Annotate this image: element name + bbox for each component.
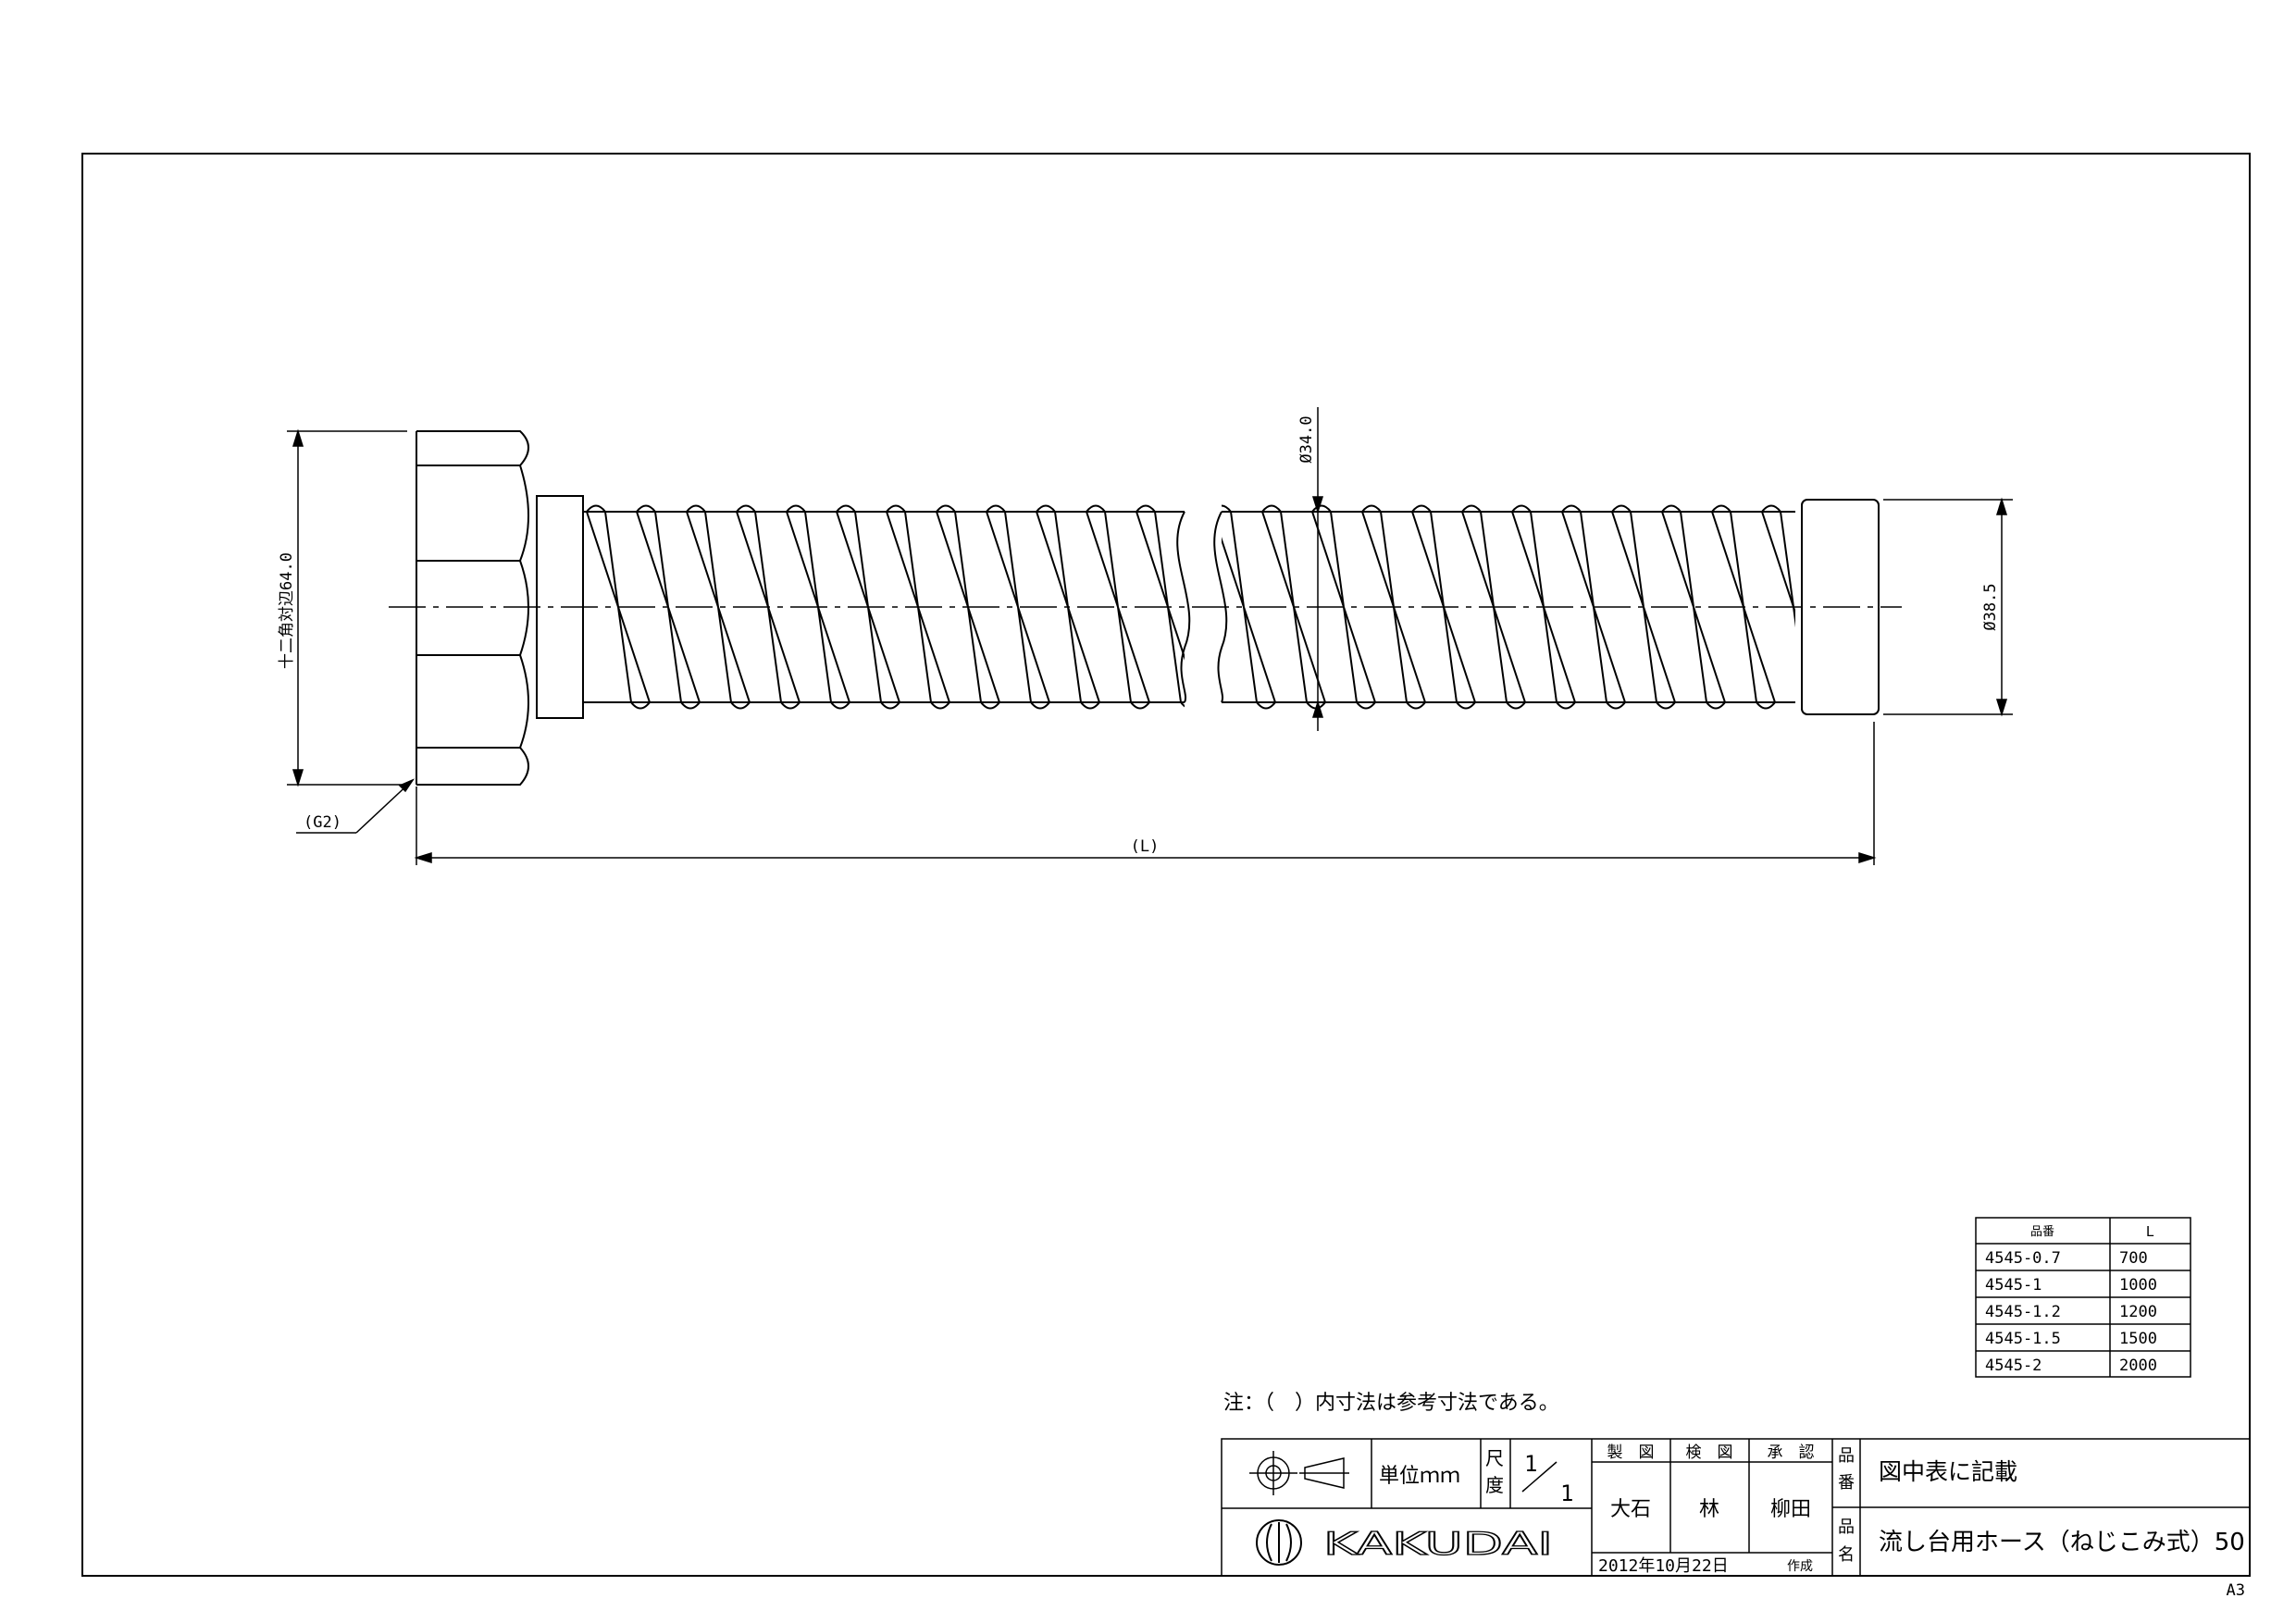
kakudai-mark-icon — [1256, 1519, 1302, 1566]
parts-table-header-part: 品番 — [2030, 1225, 2054, 1239]
made-label: 製 図 — [1607, 1443, 1655, 1462]
scale-numerator: 1 — [1524, 1451, 1537, 1477]
parts-table-cell: 4545-1.5 — [1985, 1330, 2061, 1348]
dim-thread-text: (G2) — [304, 813, 341, 832]
parts-table-cell: 4545-1 — [1985, 1276, 2042, 1295]
hose-right — [1222, 504, 1795, 710]
made-by: 大石 — [1610, 1498, 1651, 1521]
projection-symbol-icon — [1249, 1451, 1349, 1495]
part-no-label-1: 品 — [1838, 1446, 1855, 1466]
logo-text: KAKUDAI — [1323, 1526, 1553, 1563]
dim-nut-od-text: Ø38.5 — [1981, 583, 2000, 630]
created-label: 作成 — [1787, 1559, 1813, 1574]
parts-table-cell: 4545-2 — [1985, 1357, 2042, 1375]
hose-left — [583, 504, 1185, 710]
parts-table — [1975, 1217, 2191, 1378]
parts-table-cell: 4545-1.2 — [1985, 1303, 2061, 1321]
kakudai-logo: KAKUDAI — [1256, 1519, 1554, 1566]
scale-label-1: 尺 — [1485, 1447, 1504, 1469]
parts-table-cell: 1500 — [2119, 1330, 2157, 1348]
sheet-size: A3 — [2227, 1581, 2245, 1600]
hex-nut — [416, 430, 584, 786]
parts-table-header-l: L — [2146, 1223, 2154, 1240]
part-no-label-2: 番 — [1838, 1473, 1855, 1493]
checked-label: 検 図 — [1686, 1443, 1733, 1462]
checked-by: 林 — [1699, 1498, 1719, 1521]
name-label-2: 名 — [1838, 1545, 1855, 1565]
reference-note: 注：（ ）内寸法は参考寸法である。 — [1223, 1392, 1559, 1415]
parts-table-cell: 1200 — [2119, 1303, 2157, 1321]
approved-by: 柳田 — [1770, 1498, 1811, 1521]
break-lines — [1176, 511, 1228, 703]
sheet-border — [81, 153, 2251, 1577]
approved-label: 承 認 — [1768, 1443, 1815, 1462]
dim-hose-od-text: Ø34.0 — [1297, 415, 1316, 463]
parts-table-cell: 1000 — [2119, 1276, 2157, 1295]
scale-denominator: 1 — [1560, 1481, 1573, 1506]
dim-length — [414, 722, 1877, 865]
dim-hex-flat — [287, 428, 407, 787]
unit-label: 単位ｍｍ — [1379, 1465, 1460, 1488]
dim-length-text: (L) — [1131, 837, 1160, 856]
scale-label-2: 度 — [1485, 1474, 1504, 1496]
parts-table-cell: 4545-0.7 — [1985, 1249, 2061, 1268]
parts-table-cell: 700 — [2119, 1249, 2148, 1268]
dim-nut-od — [1883, 497, 2013, 717]
name-label-1: 品 — [1838, 1518, 1855, 1537]
date: 2012年10月22日 — [1598, 1556, 1729, 1576]
dim-hex-flat-text: 十二角対辺64.0 — [278, 552, 296, 669]
parts-table-cell: 2000 — [2119, 1357, 2157, 1375]
part-no: 図中表に記載 — [1879, 1458, 2017, 1485]
dim-hose-od — [1311, 407, 1324, 731]
end-fitting — [1801, 499, 1880, 715]
dim-thread-leader — [296, 778, 416, 834]
product-name: 流し台用ホース（ねじこみ式）50 — [1879, 1529, 2245, 1556]
title-block — [1221, 1438, 2251, 1577]
